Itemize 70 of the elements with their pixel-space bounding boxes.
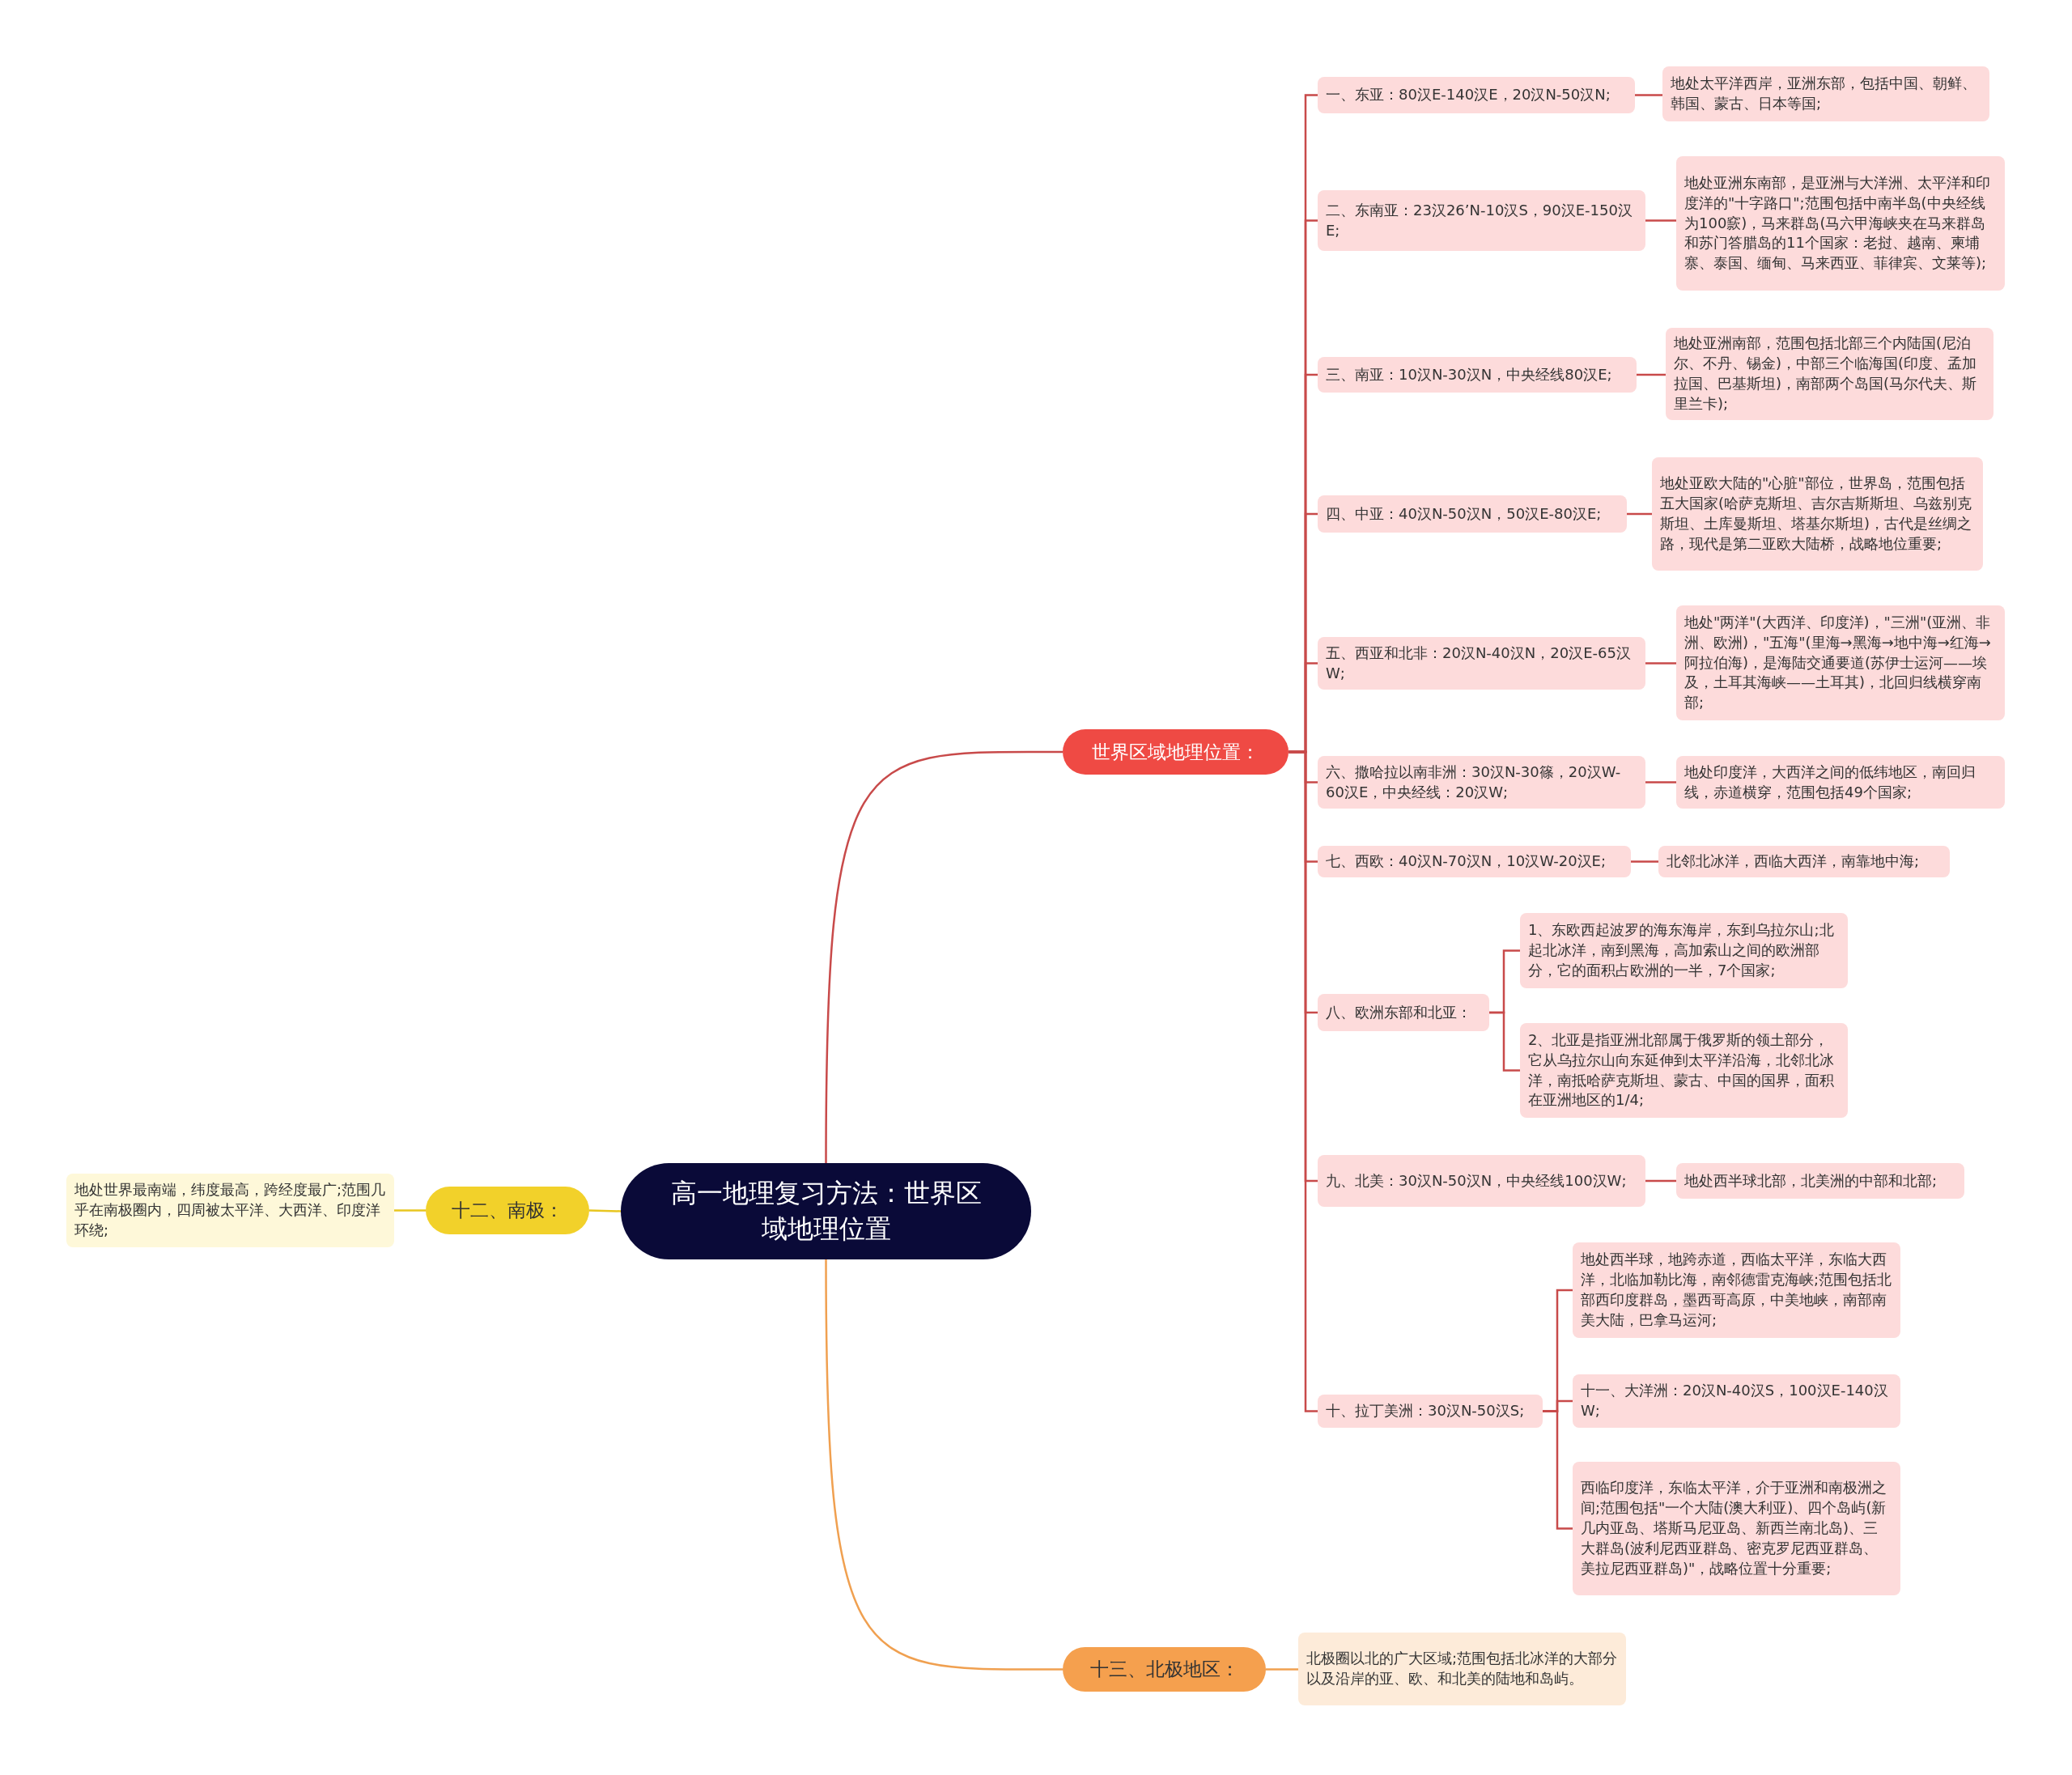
note-box bbox=[1573, 1462, 1900, 1595]
note-box bbox=[1520, 1023, 1848, 1118]
topic-box bbox=[1318, 846, 1631, 877]
topic-box bbox=[1318, 190, 1645, 251]
topic-box bbox=[1318, 994, 1489, 1031]
connector-line bbox=[588, 1209, 622, 1212]
topic-box bbox=[1318, 637, 1645, 690]
connector-line bbox=[825, 1259, 1063, 1671]
topic-text: 三、南亚：10汉N-30汉N，中央经线80汉E; bbox=[1326, 364, 1612, 384]
topic-box bbox=[1318, 357, 1637, 393]
topic-text: 一、东亚：80汉E-140汉E，20汉N-50汉N; bbox=[1326, 85, 1611, 105]
topic-text: 1、东欧西起波罗的海东海岸，东到乌拉尔山;北起北冰洋，南到黑海，高加索山之间的欧洲部分，它的面积占欧洲的一半，7个国家; bbox=[1528, 920, 1835, 980]
topic-box bbox=[1318, 1395, 1543, 1428]
connector-line bbox=[1635, 94, 1662, 96]
topic-text: 十二、南极： bbox=[452, 1199, 563, 1222]
topic-text: 八、欧洲东部和北亚： bbox=[1326, 1002, 1471, 1022]
note-box bbox=[66, 1174, 394, 1247]
topic-text: 地处亚欧大陆的"心脏"部位，世界岛，范围包括五大国家(哈萨克斯坦、吉尔吉斯斯坦、乌兹别克斯坦、土库曼斯坦、塔基尔斯坦)，古代是丝绸之路，现代是第二亚欧大陆桥，战略地位重要; bbox=[1660, 473, 1973, 554]
topic-text: 地处亚洲南部，范围包括北部三个内陆国(尼泊尔、不丹、锡金)，中部三个临海国(印度、孟加拉国、巴基斯坦)，南部两个岛国(马尔代夫、斯里兰卡); bbox=[1674, 333, 1978, 414]
topic-text: 北极圈以北的广大区域;范围包括北冰洋的大部分以及沿岸的亚、欧、和北美的陆地和岛屿。 bbox=[1306, 1649, 1618, 1688]
topic-text: 七、西欧：40汉N-70汉N，10汉W-20汉E; bbox=[1326, 851, 1607, 872]
topic-text: 十一、大洋洲：20汉N-40汉S，100汉E-140汉W; bbox=[1581, 1381, 1889, 1420]
connector-line bbox=[1543, 1410, 1573, 1530]
connector-line bbox=[1627, 512, 1652, 516]
note-box bbox=[1676, 1163, 1964, 1199]
note-box bbox=[1652, 457, 1983, 571]
topic-text: 北邻北冰洋，西临大西洋，南靠地中海; bbox=[1667, 851, 1920, 872]
topic-text: 地处印度洋，大西洋之间的低纬地区，南回归线，赤道横穿，范围包括49个国家; bbox=[1684, 762, 1976, 802]
topic-box bbox=[1318, 1155, 1645, 1207]
topic-box bbox=[1573, 1374, 1900, 1428]
connector-line bbox=[394, 1209, 426, 1212]
topic-text: 九、北美：30汉N-50汉N，中央经线100汉W; bbox=[1326, 1170, 1627, 1191]
connector-line bbox=[1645, 1179, 1676, 1183]
topic-box bbox=[1318, 756, 1645, 809]
topic-text: 2、北亚是指亚洲北部属于俄罗斯的领土部分，它从乌拉尔山向东延伸到太平洋沿海，北邻北冰洋，南抵哈萨克斯坦、蒙古、中国的国界，面积在亚洲地区的1/4; bbox=[1528, 1030, 1835, 1110]
topic-text: 地处世界最南端，纬度最高，跨经度最广;范围几乎在南极圈内，四周被太平洋、大西洋、印度洋环绕; bbox=[74, 1180, 386, 1240]
topic-text: 十三、北极地区： bbox=[1089, 1658, 1239, 1681]
note-box bbox=[1573, 1242, 1900, 1338]
topic-text: 地处太平洋西岸，亚洲东部，包括中国、朝鲜、韩国、蒙古、日本等国; bbox=[1671, 74, 1977, 113]
note-box bbox=[1676, 605, 2005, 720]
connector-line bbox=[1631, 860, 1658, 863]
topic-text: 地处西半球北部，北美洲的中部和北部; bbox=[1684, 1170, 1938, 1191]
topic-text: 六、撒哈拉以南非洲：30汉N-30篠，20汉W-60汉E，中央经线：20汉W; bbox=[1326, 762, 1622, 802]
topic-text: 西临印度洋，东临太平洋，介于亚洲和南极洲之间;范围包括"一个大陆(澳大利亚)、四个岛屿(新几内亚岛、塔斯马尼亚岛、新西兰南北岛)、三大群岛(波利尼西亚群岛、密克罗尼西亚群岛、美拉尼西亚群岛)"，战略位置十分重要; bbox=[1581, 1478, 1887, 1578]
topic-text: 四、中亚：40汉N-50汉N，50汉E-80汉E; bbox=[1326, 503, 1602, 524]
topic-text: 五、西亚和北非：20汉N-40汉N，20汉E-65汉W; bbox=[1326, 643, 1632, 683]
note-box bbox=[1662, 66, 1989, 121]
topic-text: 世界区域地理位置： bbox=[1092, 740, 1259, 764]
topic-text: 地处亚洲东南部，是亚洲与大洋洲、太平洋和印度洋的"十字路口";范围包括中南半岛(中央经线为100窾)，马来群岛(马六甲海峡夹在马来群岛和苏门答腊岛的11个国家：老挝、越南、柬埔寨、泰国、缅甸、马来西亚、菲律宾、文莱等); bbox=[1684, 172, 1991, 274]
connector-line bbox=[1645, 662, 1676, 665]
topic-text: 地处"两洋"(大西洋、印度洋)，"三洲"(亚洲、非洲、欧洲)，"五海"(里海→黑海→地中海→红海→阿拉伯海)，是海陆交通要道(苏伊士运河——埃及，土耳其海峡——土耳其)，北回归线横穿南部; bbox=[1684, 612, 1992, 713]
connector-line bbox=[1645, 781, 1676, 783]
topic-text: 二、东南亚：23汉26’N-10汉S，90汉E-150汉E; bbox=[1326, 200, 1633, 240]
note-box bbox=[1676, 156, 2005, 291]
connector-line bbox=[1489, 1011, 1520, 1072]
note-box bbox=[1658, 846, 1950, 877]
branch-topic bbox=[1063, 1647, 1266, 1692]
connector-line bbox=[825, 750, 1063, 1163]
note-box bbox=[1520, 913, 1848, 988]
note-box bbox=[1666, 328, 1993, 420]
connector-line bbox=[1645, 219, 1676, 222]
note-box bbox=[1676, 756, 2005, 809]
topic-box bbox=[1318, 495, 1627, 533]
connector-line bbox=[1637, 373, 1666, 376]
topic-text: 十、拉丁美洲：30汉N-50汉S; bbox=[1326, 1401, 1525, 1421]
topic-text: 地处西半球，地跨赤道，西临太平洋，东临大西洋，北临加勒比海，南邻德雷克海峡;范围包括北部西印度群岛，墨西哥高原，中美地峡，南部南美大陆，巴拿马运河; bbox=[1581, 1250, 1892, 1330]
topic-text: 高一地理复习方法：世界区域地理位置 bbox=[669, 1177, 983, 1246]
branch-topic bbox=[1063, 729, 1289, 775]
topic-box bbox=[1318, 77, 1635, 113]
note-box bbox=[1298, 1633, 1626, 1705]
